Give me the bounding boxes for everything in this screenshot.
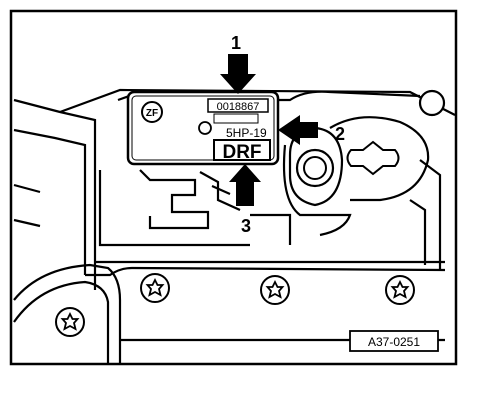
id-plate: ZF 0018867 5HP-19 DRF (126, 90, 280, 166)
drain-socket (295, 140, 400, 188)
callout-3: 3 (241, 216, 251, 236)
code-letters-box (213, 139, 271, 161)
plate-rivet (198, 121, 212, 135)
reference-code: A37-0251 (368, 335, 420, 349)
zf-logo-icon (141, 101, 163, 123)
arrow-2 (278, 115, 318, 145)
reference-box (349, 330, 439, 352)
callout-2: 2 (335, 124, 345, 144)
housing-outline (13, 88, 456, 364)
torx-bolt-3 (385, 275, 415, 305)
serial-number: 0018867 (217, 101, 260, 113)
arrow-3 (229, 164, 261, 206)
type-code: 5HP-19 (226, 126, 267, 140)
torx-bolt-2 (260, 275, 290, 305)
torx-bolt-4 (55, 307, 85, 337)
serial-box (207, 98, 269, 113)
zf-logo-text: ZF (146, 108, 158, 119)
torx-bolt-1 (140, 273, 170, 303)
code-letters: DRF (222, 142, 261, 163)
callout-1: 1 (231, 33, 241, 53)
arrow-1 (220, 54, 256, 94)
